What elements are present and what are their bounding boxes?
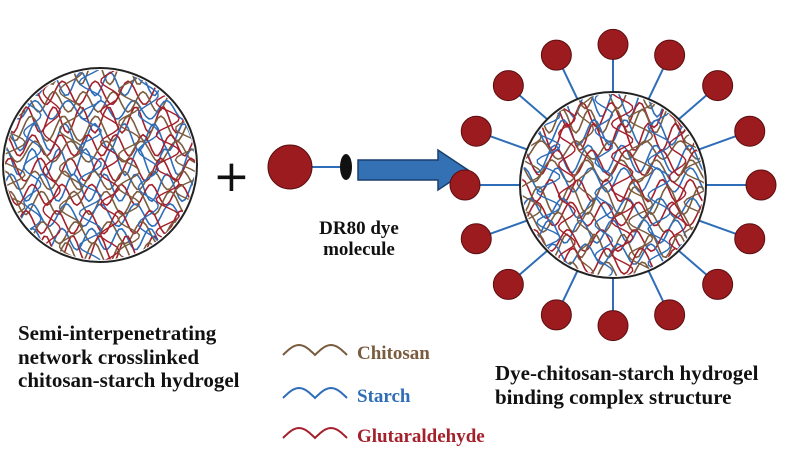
plus-sign: + <box>213 151 250 202</box>
legend-label-starch: Starch <box>357 386 411 407</box>
dye-label-line2: molecule <box>323 239 395 261</box>
dye-hydrogel-complex <box>449 28 777 342</box>
starch-chain <box>78 70 103 260</box>
chitosan-chain <box>5 140 195 163</box>
starch-chain <box>522 144 704 174</box>
bound-dye-head <box>654 39 686 71</box>
bound-dye-head <box>734 223 766 255</box>
starch-chain <box>594 94 614 276</box>
dye-label-line1: DR80 dye <box>319 218 399 239</box>
glutaraldehyde-chain <box>42 70 61 260</box>
bound-dye-head <box>597 310 629 342</box>
chitosan-chain <box>522 185 704 216</box>
left-label-line3: chitosan-starch hydrogel <box>18 368 240 393</box>
starch-chain <box>5 122 195 152</box>
left-sphere-label: Semi-interpenetrating network crosslinke… <box>18 321 240 393</box>
bound-dye-head <box>597 28 629 60</box>
dye-tail <box>340 154 352 180</box>
bound-dye-molecules <box>449 28 777 342</box>
glutaraldehyde-chain <box>5 183 195 207</box>
starch-chain <box>5 202 195 228</box>
glutaraldehyde-chain <box>5 105 195 135</box>
bound-dye-head <box>492 70 524 102</box>
legend-swatches <box>282 343 348 440</box>
bound-dye-head <box>702 70 734 102</box>
chitosan-chain <box>576 94 595 276</box>
dye-label: DR80 dye molecule <box>303 218 415 261</box>
hydrogel-outline <box>519 91 707 279</box>
bound-dye-head <box>492 268 524 300</box>
glutaraldehyde-chain <box>610 94 634 276</box>
starch-chain <box>5 172 195 203</box>
glutaraldehyde-chain <box>99 70 120 260</box>
legend-label-glutaraldehyde: Glutaraldehyde <box>357 426 485 447</box>
legend-swatch-starch <box>282 386 348 400</box>
bound-dye-head <box>540 39 572 71</box>
legend-label-chitosan: Chitosan <box>357 343 430 364</box>
dye-head <box>267 144 313 190</box>
bound-dye-head <box>540 299 572 331</box>
bound-dye-head <box>460 223 492 255</box>
starch-chain <box>137 70 160 260</box>
bound-dye-head <box>654 299 686 331</box>
glutaraldehyde-chain <box>5 133 195 158</box>
dr80-dye-molecule <box>267 144 352 190</box>
legend-swatch-glutaraldehyde <box>282 426 348 440</box>
complex-label: Dye-chitosan-starch hydrogel binding com… <box>495 361 759 409</box>
glutaraldehyde-chain <box>5 209 195 235</box>
bound-dye-head <box>734 115 766 147</box>
hydrogel-outline <box>2 67 198 263</box>
bound-dye-head <box>745 169 777 201</box>
chitosan-chain <box>522 159 704 183</box>
hydrogel-background <box>3 68 197 262</box>
chitosan-chain <box>5 115 195 142</box>
right-label-line2: binding complex structure <box>495 384 732 409</box>
bound-dye-head <box>449 169 481 201</box>
starch-chain <box>647 94 671 276</box>
chitosan-chain <box>522 140 704 161</box>
chitosan-chain <box>117 70 141 260</box>
left-label-line2: network crosslinked <box>18 344 200 369</box>
bound-dye-head <box>702 268 734 300</box>
chitosan-chain <box>5 170 195 191</box>
legend-swatch-chitosan <box>282 343 348 357</box>
left-label-line1: Semi-interpenetrating <box>18 321 217 345</box>
chitosan-chain <box>58 70 84 260</box>
bound-dye-head <box>460 115 492 147</box>
glutaraldehyde-chain <box>522 122 704 152</box>
right-label-line1: Dye-chitosan-starch hydrogel <box>495 361 759 385</box>
chitosan-chain <box>627 94 654 276</box>
left-hydrogel-sphere <box>2 67 198 263</box>
glutaraldehyde-chain <box>557 94 576 276</box>
